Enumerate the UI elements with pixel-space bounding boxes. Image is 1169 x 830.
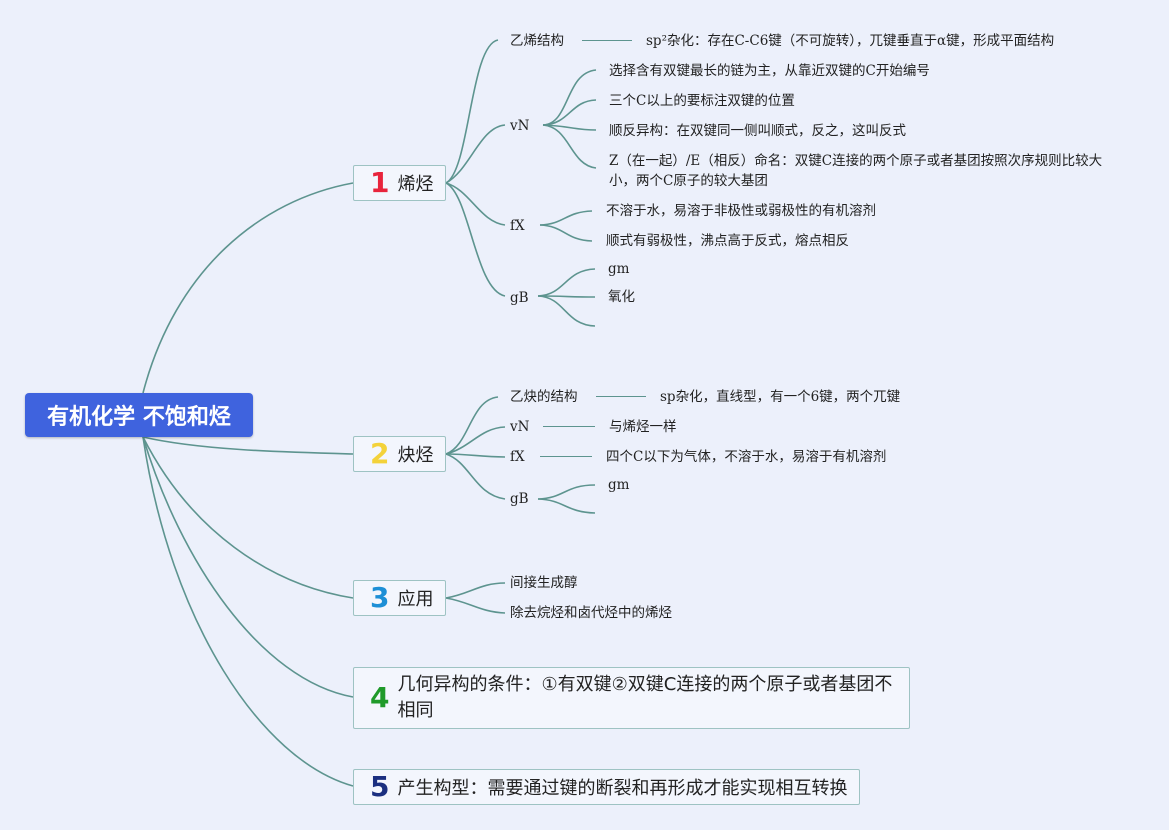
- node-gb-item[interactable]: 氧化: [608, 289, 635, 305]
- branch-5[interactable]: 5 产生构型：需要通过键的断裂和再形成才能实现相互转换: [353, 769, 860, 805]
- node-fx-detail[interactable]: 四个C以下为气体，不溶于水，易溶于有机溶剂: [606, 449, 887, 465]
- branch-2-title: 炔烃: [397, 445, 434, 466]
- node-fx[interactable]: fX: [510, 218, 525, 234]
- node-gb[interactable]: gB: [510, 491, 529, 507]
- number-4-icon: 4: [370, 681, 390, 714]
- number-5-icon: 5: [370, 770, 390, 803]
- branch-4-title: 几何异构的条件：①有双键②双键C连接的两个原子或者基团不相同: [397, 674, 893, 721]
- branch-1[interactable]: 1 烯烃: [353, 165, 446, 201]
- node-vn[interactable]: vN: [510, 118, 530, 134]
- node-fx[interactable]: fX: [510, 449, 525, 465]
- node-application-item[interactable]: 除去烷烃和卤代烃中的烯烃: [510, 605, 672, 621]
- connector-line: [540, 456, 592, 457]
- node-ethylene-structure-detail[interactable]: sp²杂化：存在C-C6键（不可旋转），兀键垂直于α键，形成平面结构: [646, 33, 1055, 49]
- branch-3[interactable]: 3 应用: [353, 580, 446, 616]
- branch-4[interactable]: 4 几何异构的条件：①有双键②双键C连接的两个原子或者基团不相同: [353, 667, 910, 729]
- number-1-icon: 1: [370, 166, 390, 199]
- node-gb-item[interactable]: gm: [608, 477, 630, 493]
- number-2-icon: 2: [370, 437, 390, 470]
- branch-2[interactable]: 2 炔烃: [353, 436, 446, 472]
- node-vn-item[interactable]: Z（在一起）/E（相反）命名：双键C连接的两个原子或者基团按照次序规则比较大小，…: [609, 153, 1103, 189]
- node-gb-item[interactable]: gm: [608, 261, 630, 277]
- connector-line: [543, 426, 595, 427]
- node-fx-item[interactable]: 顺式有弱极性，沸点高于反式，熔点相反: [606, 233, 849, 249]
- node-application-item[interactable]: 间接生成醇: [510, 575, 578, 591]
- node-ethylene-structure[interactable]: 乙烯结构: [510, 33, 564, 49]
- root-title: 有机化学 不饱和烃: [47, 405, 231, 430]
- connector-line: [596, 396, 646, 397]
- branch-3-title: 应用: [397, 589, 434, 610]
- root-topic[interactable]: 有机化学 不饱和烃: [25, 393, 253, 437]
- node-vn-detail[interactable]: 与烯烃一样: [609, 419, 677, 435]
- node-acetylene-structure-detail[interactable]: sp杂化，直线型，有一个6键，两个兀键: [660, 389, 901, 405]
- branch-5-title: 产生构型：需要通过键的断裂和再形成才能实现相互转换: [397, 778, 848, 799]
- node-fx-item[interactable]: 不溶于水，易溶于非极性或弱极性的有机溶剂: [606, 203, 876, 219]
- node-gb[interactable]: gB: [510, 290, 529, 306]
- node-vn-item[interactable]: 三个C以上的要标注双键的位置: [609, 93, 795, 109]
- branch-1-title: 烯烃: [397, 174, 434, 195]
- number-3-icon: 3: [370, 581, 390, 614]
- node-vn-item[interactable]: 选择含有双键最长的链为主，从靠近双键的C开始编号: [609, 63, 930, 79]
- node-acetylene-structure[interactable]: 乙炔的结构: [510, 389, 578, 405]
- node-vn[interactable]: vN: [510, 419, 530, 435]
- node-vn-item[interactable]: 顺反异构：在双键同一侧叫顺式，反之，这叫反式: [609, 123, 906, 139]
- connector-line: [582, 40, 632, 41]
